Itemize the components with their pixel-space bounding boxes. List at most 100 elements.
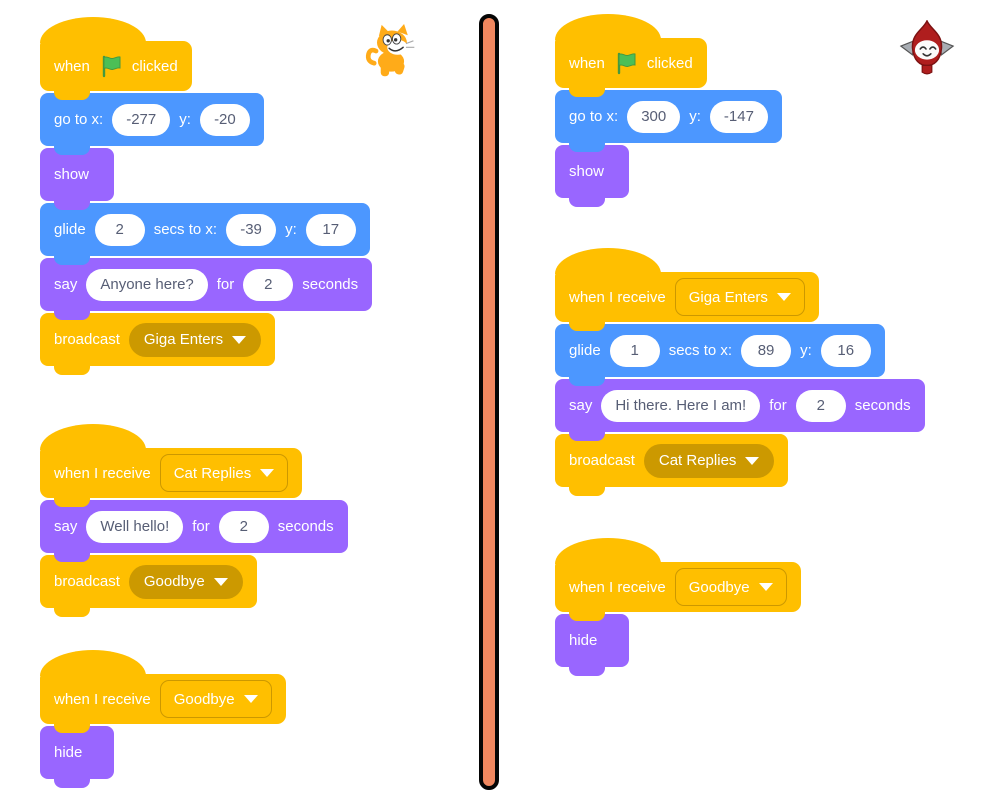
block-label: clicked — [131, 57, 178, 75]
value-input[interactable]: 89 — [741, 334, 792, 367]
block-label: when I receive — [54, 464, 151, 482]
block-label: glide — [569, 342, 601, 359]
block-label: for — [216, 276, 235, 293]
block-when-i-receive[interactable]: when I receive Cat Replies — [40, 424, 303, 507]
dropdown-arrow-icon — [745, 456, 760, 465]
divider-bar — [479, 14, 499, 790]
value-input[interactable]: 300 — [627, 100, 681, 133]
block-label: when I receive — [54, 690, 151, 708]
block-hide[interactable]: hide — [40, 726, 114, 788]
dropdown-value: Giga Enters — [688, 288, 768, 306]
dropdown-value: Cat Replies — [173, 464, 252, 482]
block-label: seconds — [277, 518, 334, 535]
block-say-for-seconds[interactable]: say Hi there. Here I am! for 2 seconds — [555, 379, 925, 441]
value-input[interactable]: 2 — [94, 213, 145, 246]
script-cat-start: when clicked go to x: -277 y: -20 show glide 2 se… — [40, 17, 373, 375]
value-input[interactable]: 2 — [218, 510, 269, 543]
block-label: glide — [54, 221, 86, 238]
value-input[interactable]: Anyone here? — [86, 268, 208, 301]
block-label: when I receive — [569, 288, 666, 306]
value-input[interactable]: -147 — [709, 100, 768, 133]
value-input[interactable]: 2 — [243, 268, 294, 301]
block-label: for — [192, 518, 210, 535]
block-when-flag-clicked[interactable]: when clicked — [40, 17, 192, 100]
script-giga-goodbye: when I receive Goodbye hide — [555, 538, 801, 676]
broadcast-message-dropdown[interactable]: Giga Enters — [128, 322, 262, 357]
giga-sprite-image — [898, 19, 956, 83]
dropdown-arrow-icon — [213, 577, 228, 586]
green-flag-icon — [99, 54, 123, 78]
block-go-to-xy[interactable]: go to x: -277 y: -20 — [40, 93, 264, 155]
script-giga-enters: when I receive Giga Enters glide 1 secs to x… — [555, 248, 925, 496]
received-message-dropdown[interactable]: Cat Replies — [159, 454, 289, 492]
dropdown-value: Goodbye — [143, 573, 205, 590]
dropdown-value: Goodbye — [173, 690, 235, 708]
giga-icon — [899, 19, 955, 75]
block-label: y: — [285, 221, 297, 238]
block-label: seconds — [854, 397, 911, 414]
script-cat-goodbye: when I receive Goodbye hide — [40, 650, 286, 788]
block-broadcast[interactable]: broadcast Giga Enters — [40, 313, 276, 375]
block-label: when I receive — [569, 578, 666, 596]
block-show[interactable]: show — [555, 145, 629, 207]
dropdown-value: Goodbye — [688, 578, 750, 596]
block-broadcast[interactable]: broadcast Cat Replies — [555, 434, 789, 496]
block-label: broadcast — [54, 573, 120, 590]
value-input[interactable]: 1 — [609, 334, 660, 367]
block-label: secs to x: — [668, 342, 733, 359]
block-when-i-receive[interactable]: when I receive Goodbye — [40, 650, 286, 733]
block-label: y: — [800, 342, 812, 359]
block-label: say — [54, 276, 78, 293]
block-glide-secs-to-xy[interactable]: glide 2 secs to x: -39 y: 17 — [40, 203, 370, 265]
block-broadcast[interactable]: broadcast Goodbye — [40, 555, 257, 617]
block-hide[interactable]: hide — [555, 614, 629, 676]
block-label: say — [54, 518, 78, 535]
block-label: go to x: — [54, 111, 104, 128]
value-input[interactable]: 17 — [305, 213, 356, 246]
broadcast-message-dropdown[interactable]: Cat Replies — [643, 443, 775, 478]
block-when-i-receive[interactable]: when I receive Giga Enters — [555, 248, 819, 331]
block-label: when — [54, 57, 90, 75]
dropdown-arrow-icon — [758, 583, 773, 591]
dropdown-arrow-icon — [260, 469, 275, 477]
dropdown-value: Cat Replies — [658, 452, 737, 469]
block-label: broadcast — [54, 331, 120, 348]
green-flag-icon — [614, 51, 638, 75]
broadcast-message-dropdown[interactable]: Goodbye — [128, 564, 243, 599]
cat-sprite-image — [363, 24, 419, 85]
dropdown-value: Giga Enters — [143, 331, 224, 348]
value-input[interactable]: 16 — [820, 334, 871, 367]
block-glide-secs-to-xy[interactable]: glide 1 secs to x: 89 y: 16 — [555, 324, 885, 386]
received-message-dropdown[interactable]: Goodbye — [159, 680, 272, 718]
script-cat-replies: when I receive Cat Replies say Well hello! f… — [40, 424, 348, 617]
block-label: broadcast — [569, 452, 635, 469]
block-label: show — [569, 163, 605, 180]
block-label: go to x: — [569, 108, 619, 125]
block-label: seconds — [302, 276, 359, 293]
block-label: for — [769, 397, 787, 414]
value-input[interactable]: -39 — [226, 213, 277, 246]
cat-icon — [365, 24, 415, 77]
value-input[interactable]: 2 — [795, 389, 846, 422]
block-when-i-receive[interactable]: when I receive Goodbye — [555, 538, 801, 621]
block-label: show — [54, 166, 90, 183]
block-label: say — [569, 397, 593, 414]
block-show[interactable]: show — [40, 148, 114, 210]
block-say-for-seconds[interactable]: say Anyone here? for 2 seconds — [40, 258, 373, 320]
block-label: hide — [54, 744, 83, 761]
dropdown-arrow-icon — [243, 695, 258, 703]
block-say-for-seconds[interactable]: say Well hello! for 2 seconds — [40, 500, 348, 562]
block-label: clicked — [646, 54, 693, 72]
received-message-dropdown[interactable]: Goodbye — [674, 568, 787, 606]
block-label: secs to x: — [153, 221, 218, 238]
value-input[interactable]: -20 — [199, 103, 250, 136]
value-input[interactable]: -277 — [112, 103, 171, 136]
value-input[interactable]: Hi there. Here I am! — [601, 389, 761, 422]
block-label: y: — [179, 111, 191, 128]
value-input[interactable]: Well hello! — [86, 510, 184, 543]
received-message-dropdown[interactable]: Giga Enters — [674, 278, 805, 316]
